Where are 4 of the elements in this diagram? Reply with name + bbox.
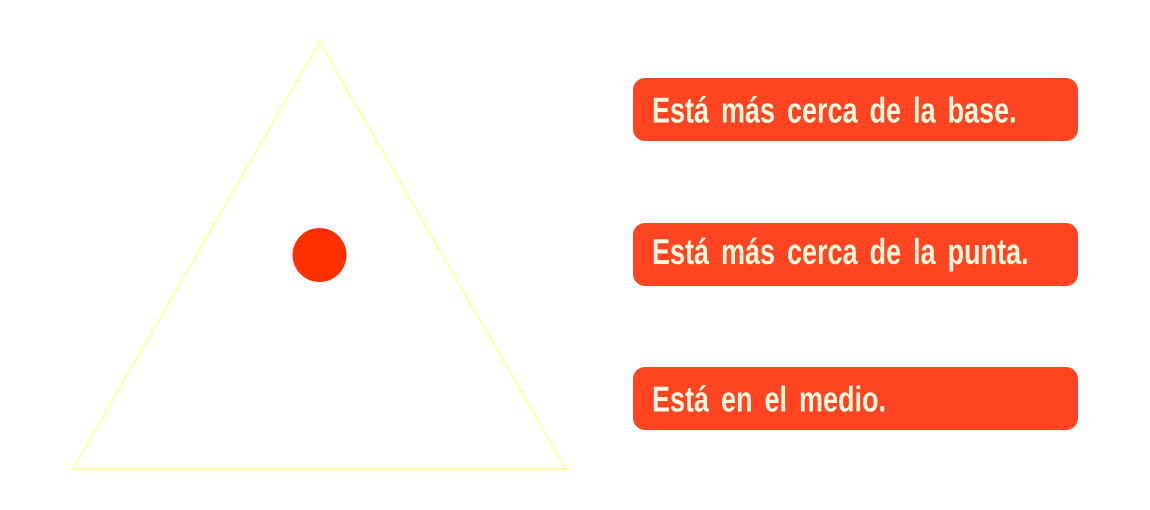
dot (292, 228, 347, 282)
option-box: Está más cerca de la base. (633, 78, 1078, 141)
option-box: Está más cerca de la punta. (633, 223, 1078, 286)
option-box: Está en el medio. (633, 367, 1078, 430)
